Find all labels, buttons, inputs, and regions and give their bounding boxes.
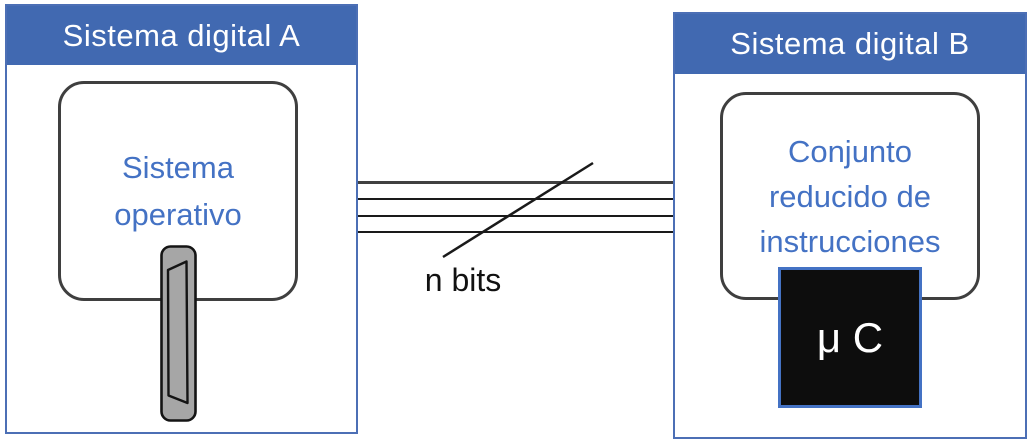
system-a-header: Sistema digital A [7, 6, 356, 65]
microcontroller-chip: μ C [778, 267, 922, 408]
os-label: Sistema operativo [114, 144, 242, 238]
bus-line [358, 231, 673, 233]
instruction-set-label-line-3: instrucciones [759, 223, 941, 259]
bus-line [358, 181, 673, 184]
plug-connector-icon [160, 245, 197, 422]
system-b-title: Sistema digital B [730, 26, 970, 61]
bus-line [358, 215, 673, 217]
system-b-header: Sistema digital B [675, 14, 1025, 74]
instruction-set-label-line-2: reducido de [768, 178, 931, 214]
bus-width-label: n bits [424, 262, 502, 298]
instruction-set-label: Conjunto reducido de instrucciones [760, 129, 941, 264]
os-label-line-2: operativo [114, 197, 242, 232]
bus-line [358, 198, 673, 200]
microcontroller-chip-label: μ C [816, 313, 884, 361]
system-a-title: Sistema digital A [62, 17, 301, 53]
os-label-line-1: Sistema [122, 150, 234, 185]
instruction-set-label-line-1: Conjunto [787, 133, 913, 169]
